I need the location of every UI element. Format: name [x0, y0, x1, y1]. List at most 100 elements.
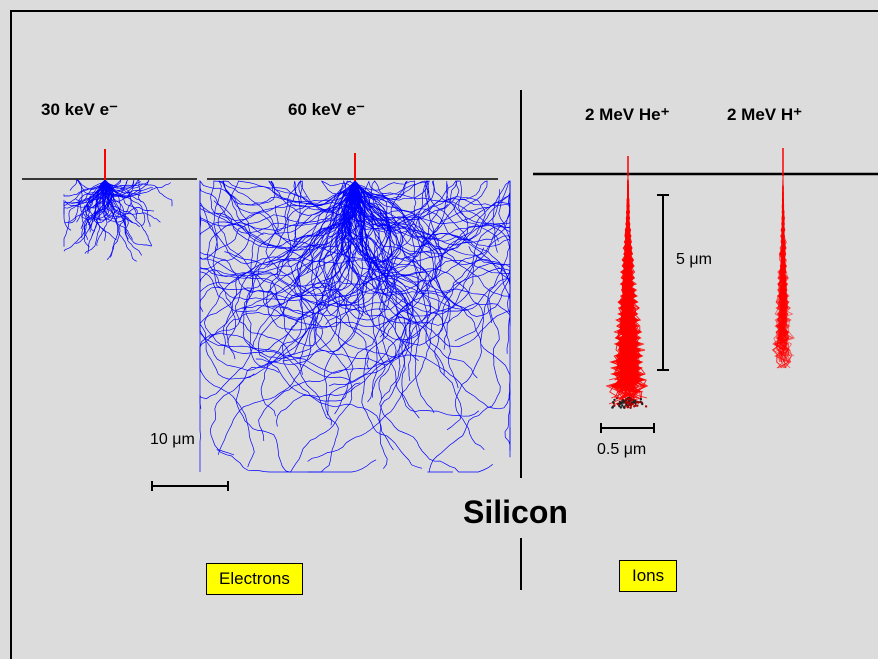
electron-track — [323, 180, 360, 426]
ions-label-box: Ions — [619, 560, 678, 592]
electron-track — [354, 180, 459, 389]
electrons-label-box: Electrons — [206, 563, 303, 595]
electron-track — [83, 179, 106, 248]
electron-track — [104, 179, 152, 247]
electron-track — [354, 180, 449, 274]
electron-tracks-30kev — [63, 178, 173, 262]
electron-track — [311, 180, 511, 410]
ion-track — [617, 176, 639, 381]
electron-track — [329, 180, 485, 325]
electron-track — [353, 180, 510, 251]
electron-track — [354, 179, 511, 318]
ion-stop-point — [641, 402, 644, 406]
slide-frame — [10, 10, 878, 659]
electron-track — [349, 180, 470, 291]
ion-stop-point — [629, 406, 632, 409]
ion-track — [617, 176, 636, 381]
ion-stop-point — [627, 401, 631, 404]
electron-track — [353, 180, 495, 271]
ion-track — [776, 175, 791, 357]
ion-stop-point — [621, 404, 624, 407]
ion-stop-point — [613, 404, 616, 407]
ion-stop-point — [618, 404, 621, 408]
electron-track — [327, 180, 404, 313]
ion-stop-point — [633, 405, 636, 408]
ion-stop-point — [626, 405, 630, 409]
scale-label-0.5um: 0.5 μm — [597, 441, 647, 458]
electron-track — [354, 180, 511, 324]
electron-track — [213, 180, 356, 265]
electron-track — [78, 179, 106, 232]
electron-track — [266, 180, 478, 379]
ion-tracks-he — [605, 175, 649, 409]
electron-track — [199, 180, 408, 307]
ion-stop-point — [613, 398, 616, 402]
electron-track — [71, 179, 106, 204]
electron-track — [354, 180, 511, 283]
electron-track — [93, 179, 117, 241]
header-60kev-electrons: 60 keV e⁻ — [288, 100, 366, 119]
ion-stop-point — [644, 405, 648, 408]
electron-track — [341, 180, 511, 317]
ion-tracks-h — [771, 175, 795, 369]
scale-bar-10um — [151, 481, 229, 491]
electron-track — [354, 180, 486, 259]
electron-track — [354, 180, 511, 311]
ion-stop-point — [625, 397, 628, 401]
electron-track — [353, 180, 511, 342]
electron-track — [87, 179, 106, 211]
electron-track — [354, 180, 442, 338]
electron-track — [298, 179, 360, 274]
header-30kev-electrons: 30 keV e⁻ — [41, 100, 119, 119]
electron-track — [104, 179, 121, 217]
electron-track — [350, 180, 411, 469]
electron-track — [282, 180, 394, 451]
electron-track — [344, 180, 511, 458]
scale-bar-5um — [657, 194, 669, 371]
electron-track — [104, 179, 142, 198]
electron-track — [354, 180, 480, 417]
electron-track — [354, 180, 442, 469]
electron-track — [235, 180, 356, 381]
electron-track — [199, 180, 360, 472]
electron-track — [241, 181, 356, 309]
electron-track — [216, 180, 356, 473]
electron-track — [353, 180, 381, 398]
material-title: Silicon — [463, 494, 568, 530]
electron-track — [199, 179, 356, 248]
electron-track — [104, 179, 173, 207]
ion-stop-point — [622, 406, 626, 409]
header-2mev-proton: 2 MeV H⁺ — [727, 105, 803, 124]
electron-track — [307, 180, 440, 462]
electron-track — [199, 180, 361, 278]
electron-track — [342, 180, 511, 317]
ion-stop-point — [634, 402, 637, 405]
electron-track — [199, 180, 356, 372]
electron-track — [101, 179, 155, 220]
ion-stop-point — [619, 402, 622, 405]
ion-stop-point — [631, 402, 634, 406]
ion-stop-point — [637, 401, 640, 404]
electron-track — [209, 180, 366, 456]
electron-track — [104, 179, 142, 256]
ion-stop-point — [612, 401, 615, 404]
scale-bar-0.5um — [600, 423, 655, 433]
header-2mev-helium: 2 MeV He⁺ — [585, 105, 670, 124]
ion-stop-point — [622, 401, 625, 404]
ion-stop-point — [630, 398, 633, 401]
electron-track — [104, 179, 150, 197]
ion-stop-point — [618, 400, 622, 403]
ion-stop-point — [627, 398, 630, 401]
electron-track — [332, 180, 409, 400]
ion-stop-point — [639, 398, 643, 401]
electron-track — [64, 179, 106, 224]
electron-track — [226, 180, 389, 360]
electron-track — [258, 181, 406, 442]
electron-track — [299, 180, 357, 375]
electron-track — [199, 180, 395, 307]
electron-track — [260, 180, 359, 417]
electron-track — [104, 179, 171, 198]
scale-label-10um: 10 μm — [150, 431, 195, 448]
